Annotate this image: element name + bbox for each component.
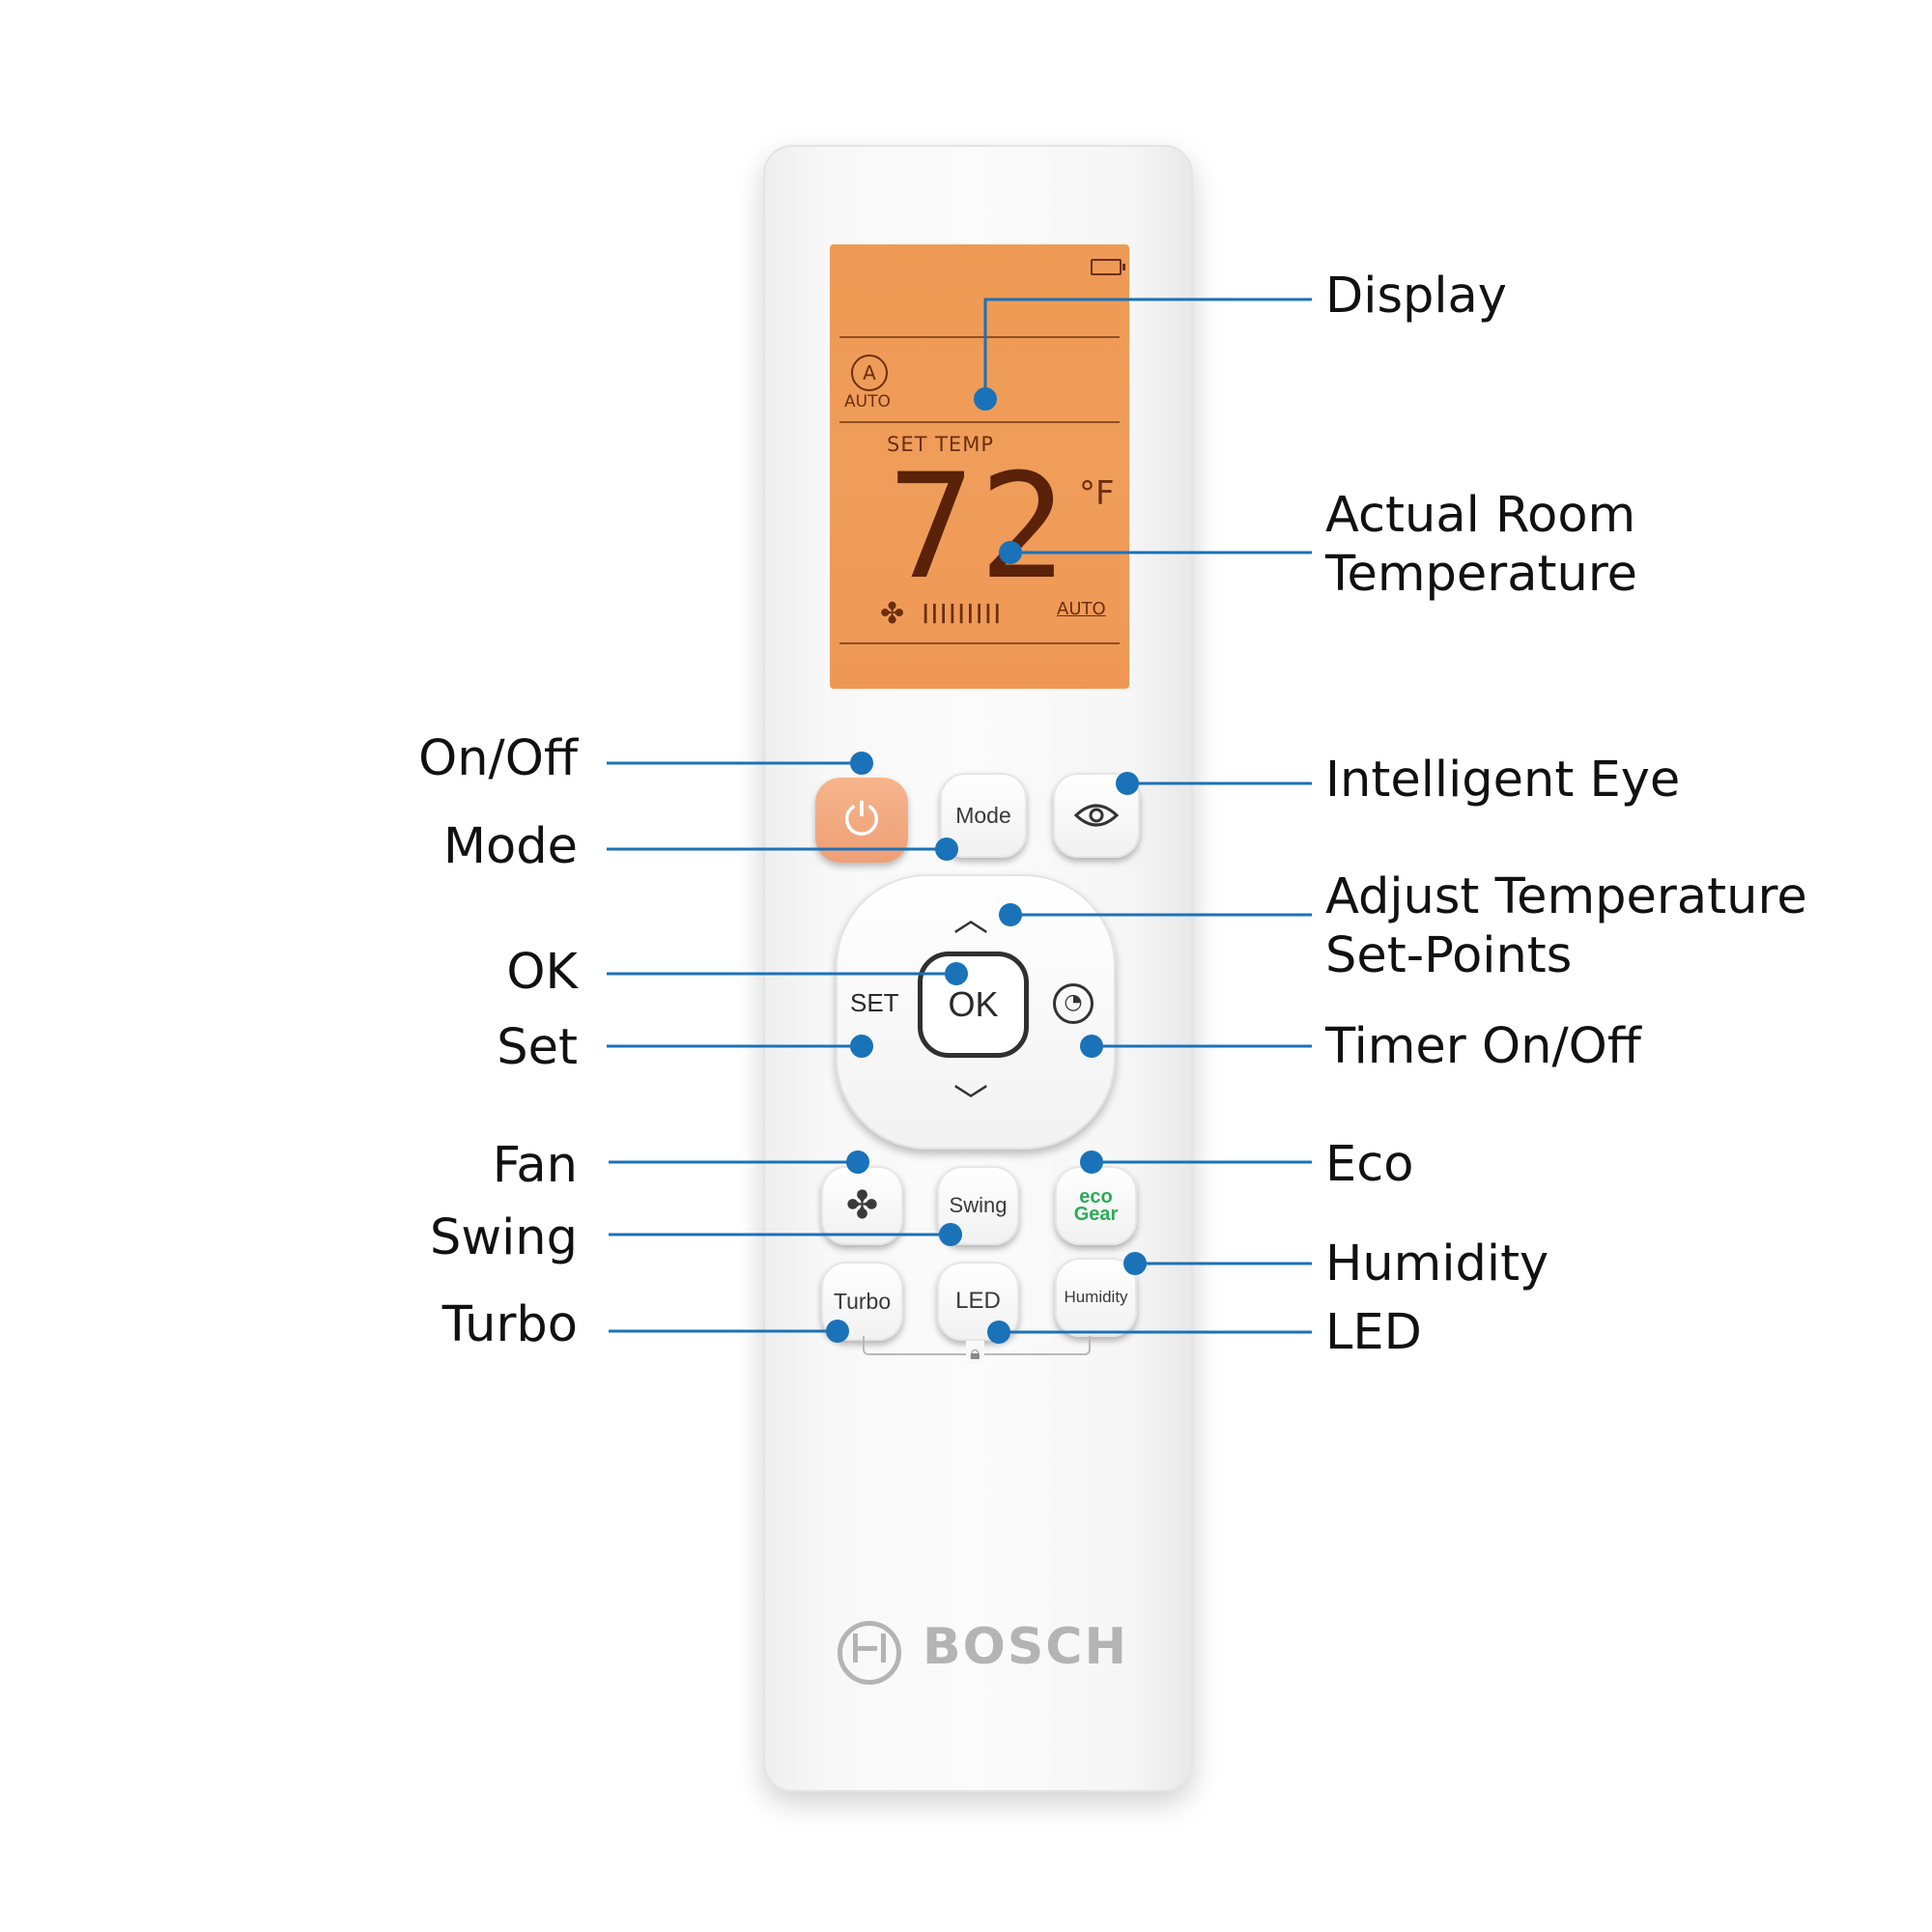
ok-button[interactable]: OK (918, 952, 1029, 1058)
swing-button[interactable]: Swing (937, 1166, 1019, 1245)
lcd-divider (839, 421, 1120, 423)
led-button-label: LED (955, 1288, 1001, 1314)
brand-name: BOSCH (923, 1618, 1128, 1676)
lcd-display: A AUTO SET TEMP 72 °F ✤ IIIIIIIII AUTO (830, 244, 1129, 689)
callout-actual-room-temperature: Actual Room Temperature (1325, 486, 1637, 604)
callout-actual-room-line2: Temperature (1325, 546, 1638, 604)
lcd-fan-bars: IIIIIIIII (922, 598, 1003, 630)
power-icon: ⏻ (843, 794, 880, 844)
callout-adjust-temperature-line1: Adjust Temperature (1325, 868, 1807, 925)
turbo-button-label: Turbo (833, 1288, 892, 1314)
ok-button-label: OK (948, 984, 999, 1024)
lcd-divider (839, 642, 1120, 644)
lcd-set-temp-label: SET TEMP (887, 433, 994, 456)
callout-swing: Swing (430, 1209, 578, 1266)
fan-icon: ✤ (845, 1184, 879, 1227)
eco-logo-line1: eco (1079, 1186, 1113, 1208)
callout-mode: Mode (443, 818, 578, 875)
callout-led: LED (1325, 1304, 1422, 1361)
callout-humidity: Humidity (1325, 1236, 1549, 1293)
lcd-mode-label: AUTO (844, 392, 891, 412)
callout-set: Set (497, 1019, 578, 1076)
chevron-up-icon[interactable]: ︿ (953, 899, 989, 939)
callout-intelligent-eye: Intelligent Eye (1325, 752, 1681, 809)
callout-turbo: Turbo (441, 1296, 578, 1353)
mode-button-label: Mode (955, 802, 1011, 828)
lcd-temperature: 72 (888, 443, 1070, 611)
eco-logo-line2: Gear (1073, 1204, 1119, 1225)
callout-fan: Fan (492, 1137, 578, 1194)
callout-eco: Eco (1325, 1136, 1414, 1193)
clock-icon[interactable]: ◔ (1053, 983, 1094, 1024)
battery-icon (1091, 259, 1125, 275)
set-button[interactable]: SET (850, 988, 899, 1017)
power-button[interactable]: ⏻ (815, 778, 908, 863)
lock-icon: 🔒︎ (966, 1341, 984, 1364)
chevron-down-icon[interactable]: ﹀ (953, 1083, 989, 1122)
callout-ok: OK (506, 944, 578, 1001)
eco-button[interactable]: eco Gear (1055, 1166, 1137, 1245)
callout-display: Display (1325, 268, 1507, 325)
turbo-button[interactable]: Turbo (821, 1262, 903, 1341)
lcd-fan-mode: AUTO (1057, 599, 1106, 619)
humidity-button[interactable]: Humidity (1055, 1258, 1137, 1337)
callout-timer-on-off: Timer On/Off (1325, 1018, 1641, 1075)
callout-actual-room-line1: Actual Room (1325, 487, 1636, 544)
led-button[interactable]: LED (937, 1262, 1019, 1341)
mode-button[interactable]: Mode (940, 773, 1027, 858)
lcd-unit: °F (1079, 474, 1115, 513)
auto-mode-icon: A (851, 355, 888, 391)
callout-on-off: On/Off (418, 730, 578, 787)
callout-adjust-temperature-line2: Set-Points (1325, 927, 1573, 985)
eye-icon (1073, 804, 1120, 827)
lcd-divider (839, 336, 1120, 338)
callout-adjust-temperature: Adjust Temperature Set-Points (1325, 867, 1807, 985)
humidity-button-label: Humidity (1064, 1288, 1128, 1306)
lcd-fan-icon: ✤ (880, 597, 905, 631)
eco-gear-logo: eco Gear (1073, 1186, 1119, 1225)
swing-button-label: Swing (949, 1193, 1008, 1217)
fan-button[interactable]: ✤ (821, 1166, 903, 1245)
intelligent-eye-button[interactable] (1053, 773, 1140, 858)
bosch-logo-icon (838, 1621, 901, 1685)
